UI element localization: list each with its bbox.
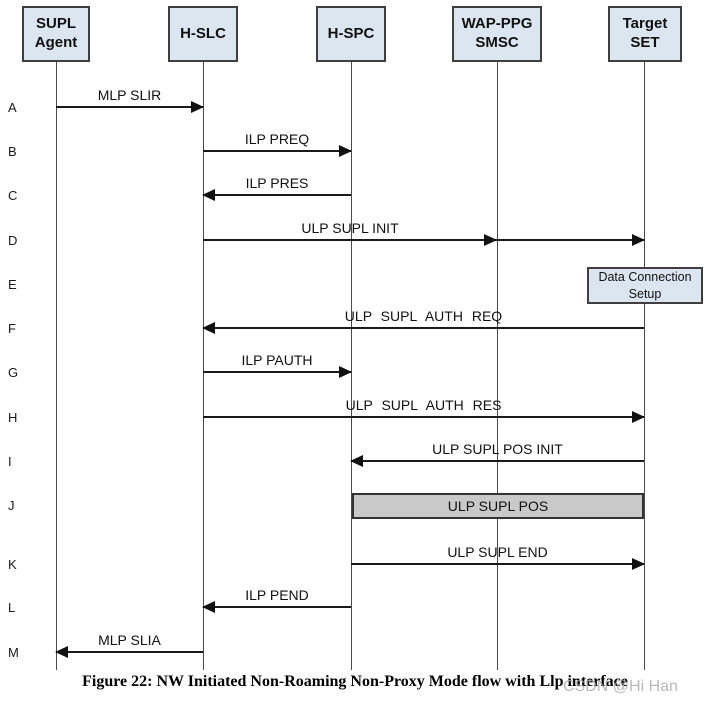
message-label: ULP SUPL INIT: [301, 220, 399, 236]
watermark: CSDN @Hi Han: [563, 678, 678, 695]
message-label: ILP PREQ: [244, 131, 310, 147]
row-label-m: M: [8, 645, 19, 660]
message-label: MLP SLIA: [98, 632, 161, 648]
message-ilp-preq: ILP PREQ: [203, 130, 352, 157]
message-ilp-pres: ILP PRES: [202, 174, 351, 201]
row-label-c: C: [8, 188, 18, 203]
message-line: [203, 327, 644, 329]
message-label: ULP SUPL AUTH REQ: [344, 308, 503, 324]
arrowhead-left-icon: [55, 646, 68, 658]
message-line: [351, 563, 644, 565]
lifeline-supl-agent: [56, 62, 57, 670]
arrowhead-right-icon: [632, 411, 645, 423]
row-label-i: I: [8, 454, 12, 469]
message-label: ULP SUPL END: [447, 544, 548, 560]
message-ulp-supl-auth-res: ULP SUPL AUTH RES: [203, 396, 645, 423]
arrowhead-left-icon: [350, 455, 363, 467]
message-ulp-supl-auth-req: ULP SUPL AUTH REQ: [202, 307, 644, 334]
actor-box-wap-ppg-smsc: WAP-PPG SMSC: [452, 6, 542, 62]
message-ulp-supl-pos-init: ULP SUPL POS INIT: [350, 440, 644, 467]
message-line: [203, 371, 351, 373]
message-ilp-pend: ILP PEND: [202, 586, 351, 613]
data-connection-setup-box: Data Connection Setup: [587, 267, 703, 304]
row-label-h: H: [8, 410, 18, 425]
actor-box-supl-agent: SUPL Agent: [22, 6, 90, 62]
lifeline-h-slc: [203, 62, 204, 670]
message-line: [203, 606, 351, 608]
row-label-f: F: [8, 321, 16, 336]
message-mlp-slir: MLP SLIR: [56, 86, 204, 113]
message-mlp-slia: MLP SLIA: [55, 631, 203, 658]
lifeline-wap-ppg-smsc: [497, 62, 498, 670]
message-label: ILP PRES: [245, 175, 309, 191]
row-label-k: K: [8, 557, 17, 572]
row-label-l: L: [8, 600, 16, 615]
message-line: [203, 150, 351, 152]
arrowhead-right-icon: [191, 101, 204, 113]
row-label-j: J: [8, 498, 15, 513]
message-line: [203, 416, 644, 418]
arrowhead-right-icon: [339, 366, 352, 378]
message-ulp-supl-init: ULP SUPL INIT: [203, 219, 645, 246]
message-line: [203, 239, 644, 241]
arrowhead-right-icon: [632, 558, 645, 570]
arrowhead-mid-icon: [484, 234, 497, 246]
row-label-g: G: [8, 365, 19, 380]
message-line: [203, 194, 351, 196]
message-line: [56, 651, 203, 653]
actor-box-target-set: Target SET: [608, 6, 682, 62]
message-label: ILP PEND: [245, 587, 309, 603]
message-label: ILP PAUTH: [241, 352, 313, 368]
row-label-e: E: [8, 277, 17, 292]
message-line: [351, 460, 644, 462]
message-label: ULP SUPL AUTH RES: [345, 397, 502, 413]
arrowhead-left-icon: [202, 322, 215, 334]
arrowhead-left-icon: [202, 189, 215, 201]
row-label-d: D: [8, 233, 18, 248]
lifeline-target-set: [644, 62, 645, 670]
arrowhead-right-icon: [339, 145, 352, 157]
ulp-supl-pos-box: ULP SUPL POS: [352, 493, 644, 519]
message-label: ULP SUPL POS INIT: [432, 441, 563, 457]
message-line: [56, 106, 203, 108]
arrowhead-left-icon: [202, 601, 215, 613]
row-label-a: A: [8, 100, 17, 115]
message-label: MLP SLIR: [97, 87, 162, 103]
message-ilp-pauth: ILP PAUTH: [203, 351, 352, 378]
actor-box-h-spc: H-SPC: [316, 6, 386, 62]
message-ulp-supl-end: ULP SUPL END: [351, 543, 645, 570]
actor-box-h-slc: H-SLC: [168, 6, 238, 62]
figure-caption: Figure 22: NW Initiated Non-Roaming Non-…: [82, 673, 628, 690]
row-label-b: B: [8, 144, 17, 159]
arrowhead-right-icon: [632, 234, 645, 246]
